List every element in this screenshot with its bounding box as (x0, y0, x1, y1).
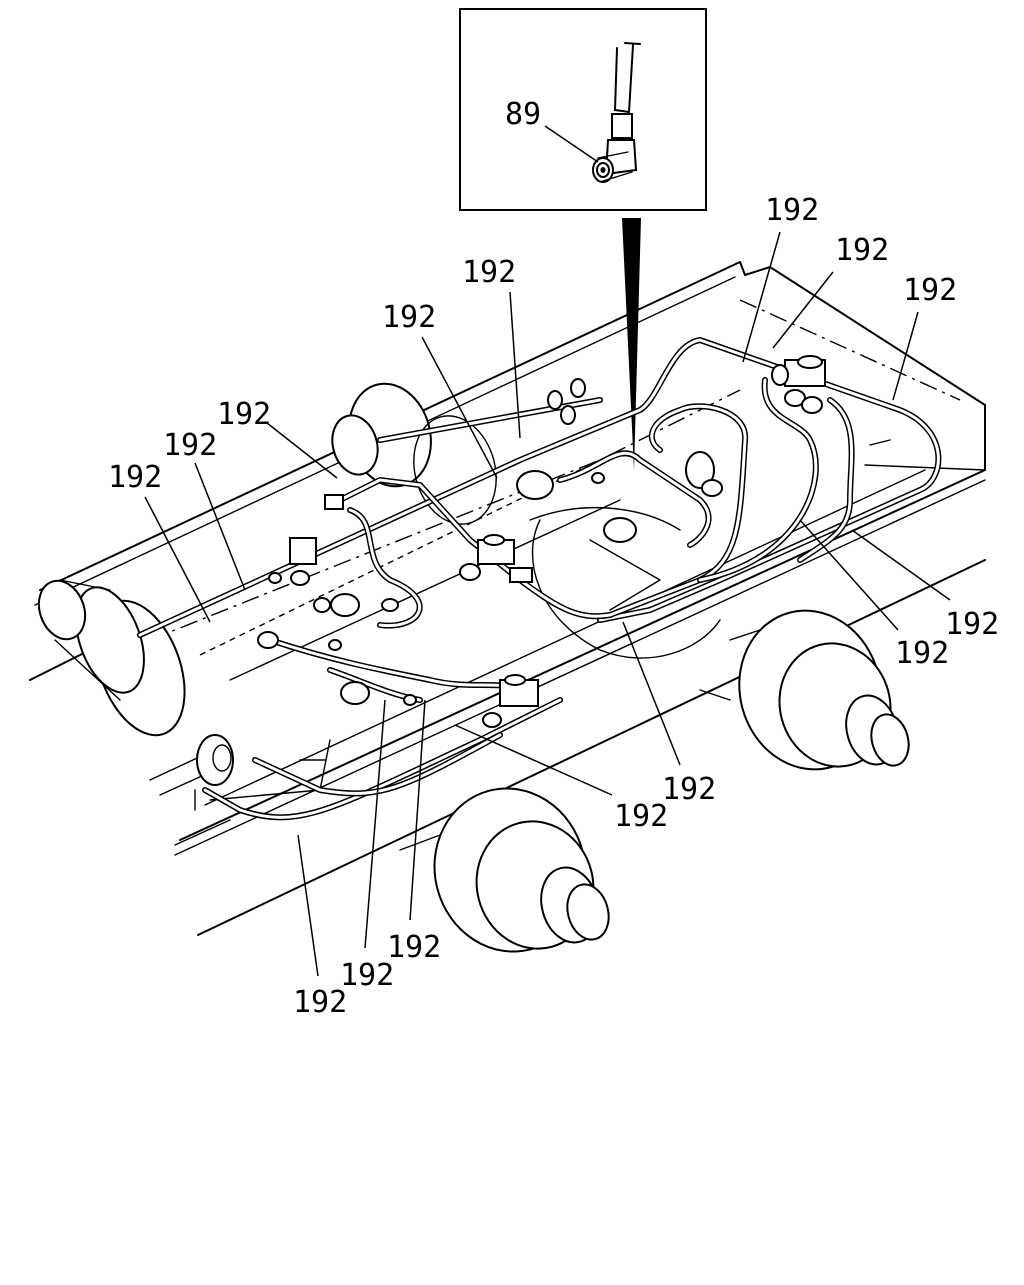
leader-89 (544, 125, 599, 163)
wheel-hub-rear-right (331, 382, 497, 525)
differential-housing (529, 507, 721, 659)
wheel-hub-front-left (399, 787, 610, 953)
callout-192: 192 (903, 273, 957, 308)
brake-pipes (137, 337, 942, 821)
callout-192: 192 (462, 255, 516, 290)
callout-192: 192 (163, 428, 217, 463)
inset-frame (459, 8, 707, 211)
callout-192: 192 (765, 193, 819, 228)
small-hub-left (196, 734, 234, 786)
connectors-upper (268, 378, 605, 706)
callout-192: 192 (945, 607, 999, 642)
label-89: 89 (505, 97, 541, 132)
callout-192: 192 (387, 930, 441, 965)
callout-192: 192 (340, 958, 394, 993)
inset-pointer (622, 218, 641, 470)
valve-front (482, 674, 539, 728)
callout-192: 192 (382, 300, 436, 335)
callout-192: 192 (662, 772, 716, 807)
inset-hose (614, 42, 641, 113)
wheel-hub-rear-left (37, 579, 186, 737)
callout-192: 192 (293, 985, 347, 1020)
callout-labels: 192 192 192 192 192 192 192 192 192 192 … (108, 193, 999, 1020)
brake-chamber-mid (257, 451, 723, 705)
elbow-fitting-89 (592, 113, 638, 183)
callout-leaders (144, 231, 951, 977)
inset-detail: 89 (459, 8, 707, 211)
callout-192: 192 (108, 460, 162, 495)
callout-192: 192 (835, 233, 889, 268)
fittings (257, 355, 826, 728)
valve-top-right (771, 355, 826, 414)
valve-center (459, 534, 533, 583)
wheel-hub-front-right (699, 609, 910, 771)
callout-192: 192 (217, 397, 271, 432)
callout-192: 192 (614, 799, 668, 834)
callout-192: 192 (895, 636, 949, 671)
